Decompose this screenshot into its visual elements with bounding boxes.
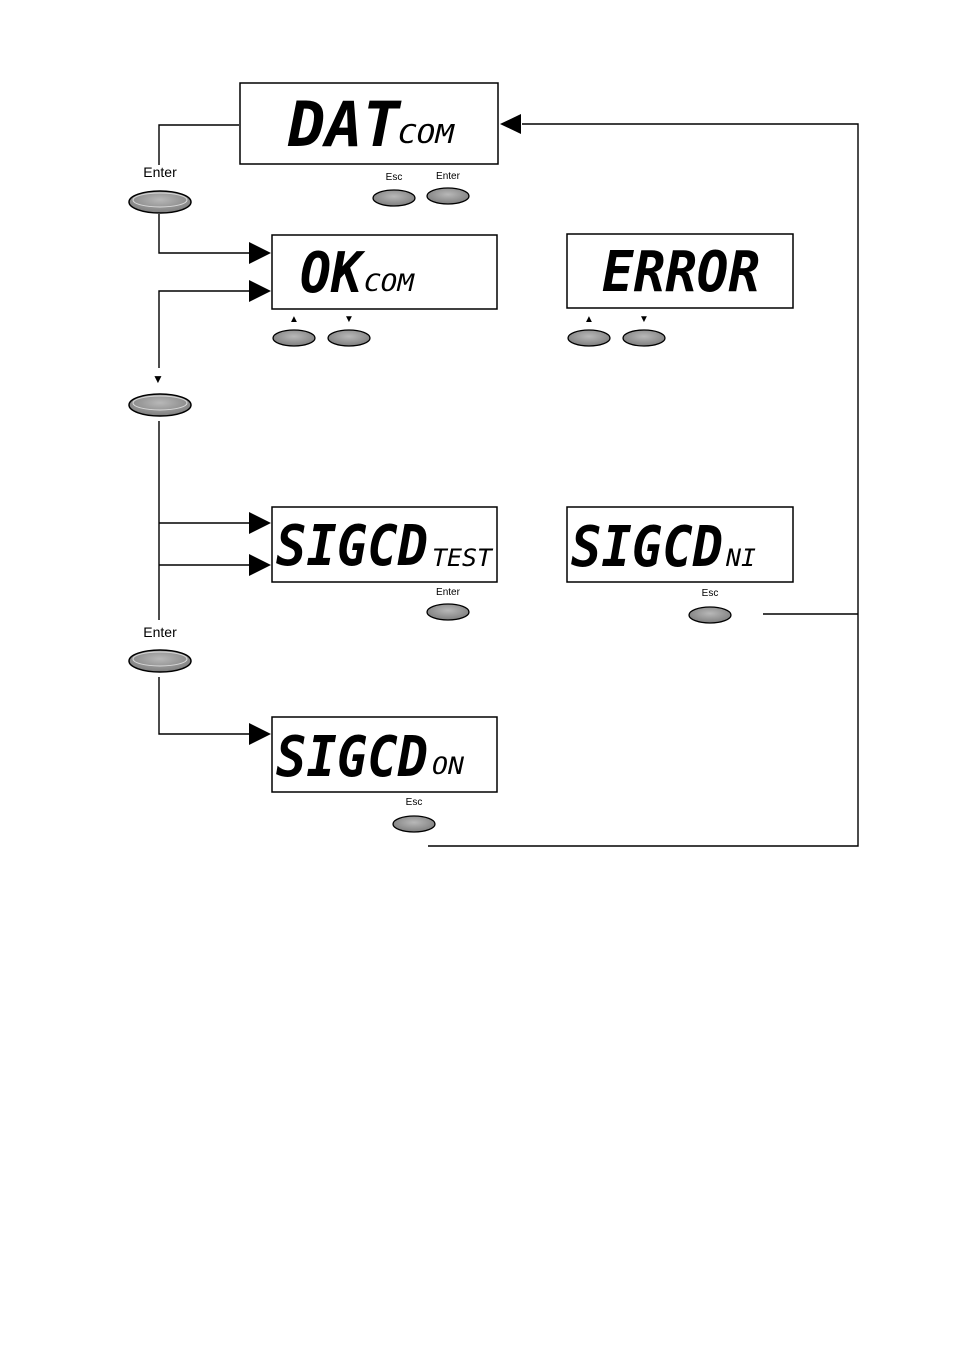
okcom-up-button[interactable]: ▲ <box>272 314 316 347</box>
sigcd-test-enter-button[interactable]: Enter <box>426 587 470 621</box>
enter-button-1[interactable]: Enter <box>128 164 192 214</box>
enter-label: Enter <box>436 171 461 182</box>
line-return-loop <box>428 123 859 847</box>
enter-label: Enter <box>436 587 461 598</box>
display-sigcd-on: SIGCD ON <box>271 716 498 793</box>
arrow-to-sigcd-test-b <box>249 554 271 576</box>
okcom-down-button[interactable]: ▼ <box>327 314 371 347</box>
error-up-button[interactable]: ▲ <box>567 314 611 347</box>
datcom-esc-button[interactable]: Esc <box>372 172 416 207</box>
display-sub-text: NI <box>725 544 756 572</box>
line-enter-to-okcom <box>158 214 255 254</box>
display-main-text: SIGCD <box>571 515 723 580</box>
display-sub-text: ON <box>432 752 465 780</box>
esc-label: Esc <box>386 172 403 183</box>
line-datcom-to-enter <box>158 124 239 165</box>
error-down-button[interactable]: ▼ <box>622 314 666 347</box>
up-arrow-icon: ▲ <box>289 314 299 325</box>
down-button[interactable]: ▼ <box>128 372 192 417</box>
display-main-text: DAT <box>287 88 402 161</box>
arrow-to-sigcd-on <box>249 723 271 745</box>
down-arrow-icon: ▼ <box>152 372 164 386</box>
display-sub-text: COM <box>364 269 416 297</box>
datcom-enter-button[interactable]: Enter <box>426 171 470 205</box>
line-enter-to-sigcd-on <box>158 677 255 735</box>
enter-button-2[interactable]: Enter <box>128 624 192 673</box>
up-arrow-icon: ▲ <box>584 314 594 325</box>
arrow-to-okcom-b <box>249 280 271 302</box>
arrowheads <box>249 114 521 745</box>
display-sub-text: TEST <box>432 544 494 572</box>
display-sub-text: COM <box>398 120 456 150</box>
display-main-text: SIGCD <box>276 514 428 579</box>
sigcd-ni-esc-button[interactable]: Esc <box>688 588 732 624</box>
display-error: ERROR <box>566 233 794 309</box>
connector-lines <box>158 123 859 847</box>
display-sigcd-ni: SIGCD NI <box>566 506 794 583</box>
arrow-to-datcom <box>500 114 521 134</box>
enter-label: Enter <box>143 164 177 180</box>
esc-label: Esc <box>406 797 423 808</box>
sigcd-on-esc-button[interactable]: Esc <box>392 797 436 833</box>
down-arrow-icon: ▼ <box>639 314 649 325</box>
display-datcom: DAT COM <box>239 82 499 165</box>
display-main-text: SIGCD <box>276 725 428 790</box>
display-okcom: OK COM <box>271 234 498 310</box>
display-main-text: ERROR <box>602 240 760 305</box>
arrow-to-sigcd-test-a <box>249 512 271 534</box>
line-okcom-to-down <box>158 290 255 368</box>
display-main-text: OK <box>300 241 366 306</box>
display-sigcd-test: SIGCD TEST <box>271 506 498 583</box>
arrow-to-okcom-a <box>249 242 271 264</box>
enter-label: Enter <box>143 624 177 640</box>
esc-label: Esc <box>702 588 719 599</box>
down-arrow-icon: ▼ <box>344 314 354 325</box>
